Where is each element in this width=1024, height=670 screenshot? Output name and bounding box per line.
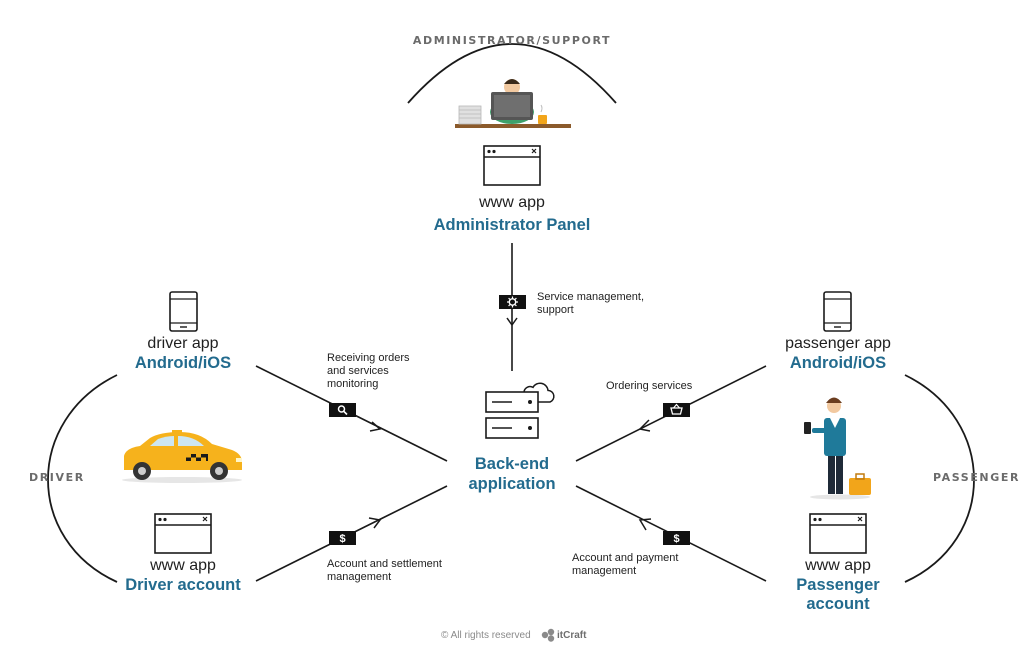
driver-account-edge-label: Account and settlement management <box>327 558 442 584</box>
passenger-account-arrow <box>638 518 652 531</box>
dollar-icon: $ <box>663 531 690 545</box>
taxi-illustration <box>122 430 242 483</box>
driver-orders-edge-label-line1: Receiving orders <box>327 352 410 364</box>
itcraft-logo-icon <box>541 628 555 642</box>
passenger-phone-icon <box>823 291 852 332</box>
passenger-role-label: PASSENGER <box>933 471 1021 484</box>
server-cloud-icon <box>485 382 555 439</box>
passenger-web-app-name-line1: Passenger <box>796 576 880 594</box>
passenger-mobile-app-type: passenger app <box>785 335 891 352</box>
passenger-web-app-type: www app <box>805 557 871 574</box>
passenger-orders-arrow <box>638 419 651 432</box>
passenger-mobile-app-name: Android/iOS <box>789 354 887 372</box>
search-icon <box>329 403 356 417</box>
driver-orders-edge-label: Receiving orders and services monitoring <box>327 352 410 391</box>
backend-label-line2: application <box>468 475 556 493</box>
admin-arrow <box>506 317 518 327</box>
passenger-account-edge-label: Account and payment management <box>572 552 678 578</box>
passenger-illustration <box>804 397 871 500</box>
driver-mobile-app-name: Android/iOS <box>134 354 232 372</box>
driver-account-edge-label-line1: Account and settlement <box>327 558 442 570</box>
admin-window-icon <box>483 145 541 186</box>
admin-edge-label-line1: Service management, <box>537 291 644 303</box>
driver-arc <box>47 374 118 583</box>
passenger-web-app-name-line2: account <box>806 595 870 613</box>
driver-orders-edge-label-line2: and services <box>327 365 389 377</box>
driver-orders-arrow <box>369 421 382 432</box>
admin-app-name: Administrator Panel <box>433 216 591 234</box>
admin-edge-label-line2: support <box>537 304 574 316</box>
admin-app-type: www app <box>479 194 545 211</box>
admin-role-label: ADMINISTRATOR/SUPPORT <box>412 34 612 47</box>
passenger-orders-edge-label-line1: Ordering services <box>606 380 693 392</box>
dollar-icon: $ <box>329 531 356 545</box>
driver-role-label: DRIVER <box>29 471 85 484</box>
gear-icon <box>499 295 526 309</box>
basket-icon <box>663 403 690 417</box>
driver-window-icon <box>154 513 212 554</box>
passenger-account-edge-label-line2: management <box>572 565 637 577</box>
driver-web-app-name: Driver account <box>125 576 241 594</box>
admin-arc <box>407 43 617 104</box>
passenger-arc <box>904 374 975 583</box>
driver-account-arrow <box>368 517 382 529</box>
driver-orders-edge-label-line3: monitoring <box>327 378 379 390</box>
copyright-text: © All rights reserved <box>441 630 531 641</box>
passenger-window-icon <box>809 513 867 554</box>
backend-label-line1: Back-end <box>474 455 550 473</box>
passenger-account-edge-label-line1: Account and payment <box>572 552 679 564</box>
driver-mobile-app-type: driver app <box>147 335 219 352</box>
brand-name: itCraft <box>557 630 587 641</box>
dollar-symbol: $ <box>339 533 345 545</box>
driver-phone-icon <box>169 291 198 332</box>
dollar-symbol: $ <box>673 533 679 545</box>
admin-edge-label: Service management, support <box>537 291 644 317</box>
driver-account-edge-label-line2: management <box>327 571 392 583</box>
driver-web-app-type: www app <box>150 557 216 574</box>
passenger-orders-edge-label: Ordering services <box>606 380 692 393</box>
admin-desk-illustration <box>455 79 571 128</box>
